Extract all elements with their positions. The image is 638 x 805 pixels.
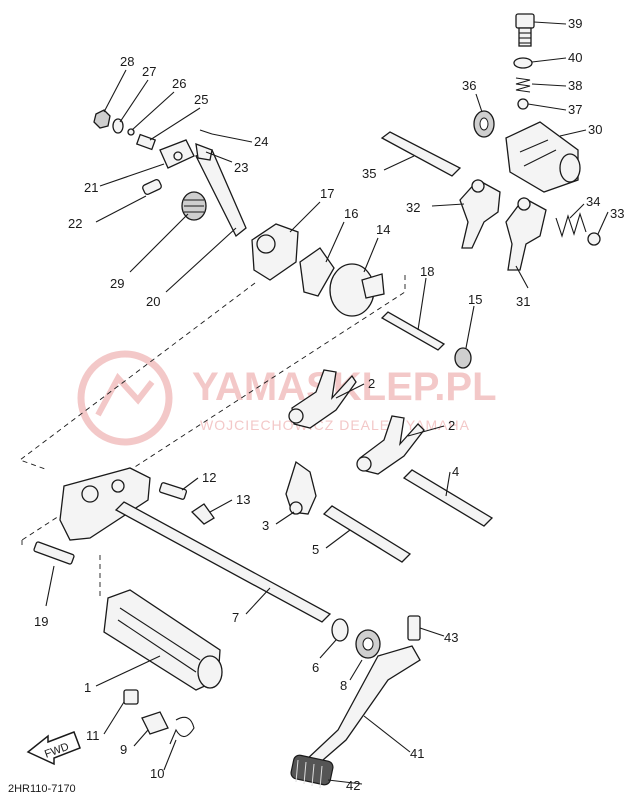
part-23-link — [195, 143, 213, 161]
part-16-plate — [299, 247, 335, 297]
callout-30: 30 — [588, 122, 602, 137]
part-38-spring — [515, 77, 531, 93]
diagram-code: 2HR110-7170 — [8, 783, 76, 795]
callout-26: 26 — [172, 76, 186, 91]
callout-1: 1 — [84, 680, 91, 695]
part-7-shaft — [114, 501, 332, 623]
callouts: 1 2 2 3 4 5 6 7 8 9 10 11 12 13 14 15 16… — [34, 16, 624, 793]
part-9-stopper — [141, 711, 169, 735]
part-39-bolt — [515, 13, 535, 47]
part-32-fork — [459, 179, 501, 249]
callout-32: 32 — [406, 200, 420, 215]
part-shift-cam-assembly — [59, 467, 151, 541]
part-33-washer — [587, 232, 601, 246]
callout-36: 36 — [462, 78, 476, 93]
part-35-rod — [380, 131, 462, 177]
callout-38: 38 — [568, 78, 582, 93]
part-14-cam — [329, 263, 385, 317]
part-18-rod — [380, 311, 446, 351]
callout-34: 34 — [586, 194, 600, 209]
callout-29: 29 — [110, 276, 124, 291]
part-40-washer — [513, 57, 533, 69]
callout-25: 25 — [194, 92, 208, 107]
callout-33: 33 — [610, 206, 624, 221]
callout-31: 31 — [516, 294, 530, 309]
callout-4: 4 — [452, 464, 459, 479]
callout-8: 8 — [340, 678, 347, 693]
callout-28: 28 — [120, 54, 134, 69]
callout-13: 13 — [236, 492, 250, 507]
part-10-spring — [169, 716, 195, 745]
part-30-drum — [505, 121, 581, 193]
part-26-pin — [127, 128, 135, 136]
part-28-nut — [93, 109, 111, 129]
part-5-rod — [322, 505, 412, 563]
callout-39: 39 — [568, 16, 582, 31]
callout-43: 43 — [444, 630, 458, 645]
callout-35: 35 — [362, 166, 376, 181]
part-21-joint — [159, 139, 195, 169]
callout-10: 10 — [150, 766, 164, 781]
callout-40: 40 — [568, 50, 582, 65]
callout-17: 17 — [320, 186, 334, 201]
part-6-washer — [331, 618, 349, 642]
callout-18: 18 — [420, 264, 434, 279]
callout-5: 5 — [312, 542, 319, 557]
part-17-plate — [251, 223, 299, 281]
callout-6: 6 — [312, 660, 319, 675]
callout-42: 42 — [346, 778, 360, 793]
callout-14: 14 — [376, 222, 390, 237]
part-22-pin — [142, 179, 162, 195]
part-2-fork-upper — [288, 369, 357, 429]
callout-41: 41 — [410, 746, 424, 761]
part-42-pedal-rubber — [290, 754, 334, 789]
callout-2-lower: 2 — [448, 418, 455, 433]
part-29-spring — [181, 191, 207, 221]
callout-22: 22 — [68, 216, 82, 231]
part-31-fork — [505, 197, 547, 271]
callout-12: 12 — [202, 470, 216, 485]
dashed-guides — [19, 275, 406, 600]
part-4-rod — [402, 469, 494, 527]
callout-20: 20 — [146, 294, 160, 309]
part-34-spring — [555, 212, 587, 238]
part-12-bolt — [158, 482, 188, 500]
part-43-bolt — [407, 615, 421, 641]
watermark-logo — [77, 350, 173, 446]
callout-23: 23 — [234, 160, 248, 175]
part-13-plate — [190, 503, 215, 525]
callout-3: 3 — [262, 518, 269, 533]
callout-27: 27 — [142, 64, 156, 79]
part-1-drum — [103, 589, 223, 691]
part-3-fork — [285, 460, 317, 515]
callout-7: 7 — [232, 610, 239, 625]
callout-21: 21 — [84, 180, 98, 195]
callout-19: 19 — [34, 614, 48, 629]
part-8-seal — [355, 629, 381, 659]
callout-37: 37 — [568, 102, 582, 117]
part-41-shift-pedal — [304, 645, 421, 767]
callout-9: 9 — [120, 742, 127, 757]
callout-11: 11 — [86, 728, 100, 743]
part-15-washer — [454, 347, 472, 369]
part-27-washer — [112, 118, 124, 134]
part-37-ball — [517, 98, 529, 110]
fwd-arrow-icon: FWD — [26, 731, 81, 766]
callout-24: 24 — [254, 134, 268, 149]
callout-15: 15 — [468, 292, 482, 307]
part-2-fork-lower — [356, 415, 425, 475]
part-25-bolt — [135, 133, 157, 151]
callout-16: 16 — [344, 206, 358, 221]
part-24-clip — [199, 129, 213, 135]
callout-2-upper: 2 — [368, 376, 375, 391]
part-19-bolt — [33, 541, 75, 565]
part-36-seal — [473, 110, 495, 138]
part-11-bolt — [123, 689, 139, 705]
